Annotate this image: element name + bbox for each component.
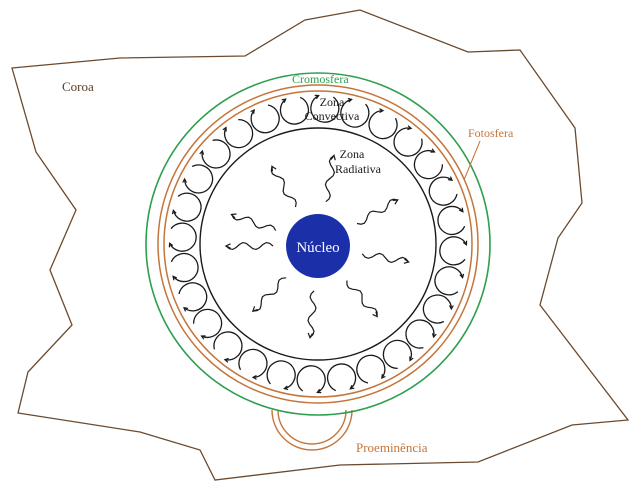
core-label: Núcleo	[296, 240, 339, 256]
prominence	[272, 410, 352, 450]
prominence-label: Proeminência	[356, 440, 428, 455]
corona-label: Coroa	[62, 79, 94, 94]
radiative-zone-label-line1: Zona	[340, 147, 365, 161]
convective-zone-label-line2: Convectiva	[305, 109, 360, 123]
chromosphere-label: Cromosfera	[292, 72, 349, 86]
convective-zone-label-line1: Zona	[320, 95, 345, 109]
photosphere-label: Fotosfera	[468, 126, 514, 140]
photosphere-pointer	[464, 141, 480, 180]
radiative-zone-label-line2: Radiativa	[335, 162, 382, 176]
